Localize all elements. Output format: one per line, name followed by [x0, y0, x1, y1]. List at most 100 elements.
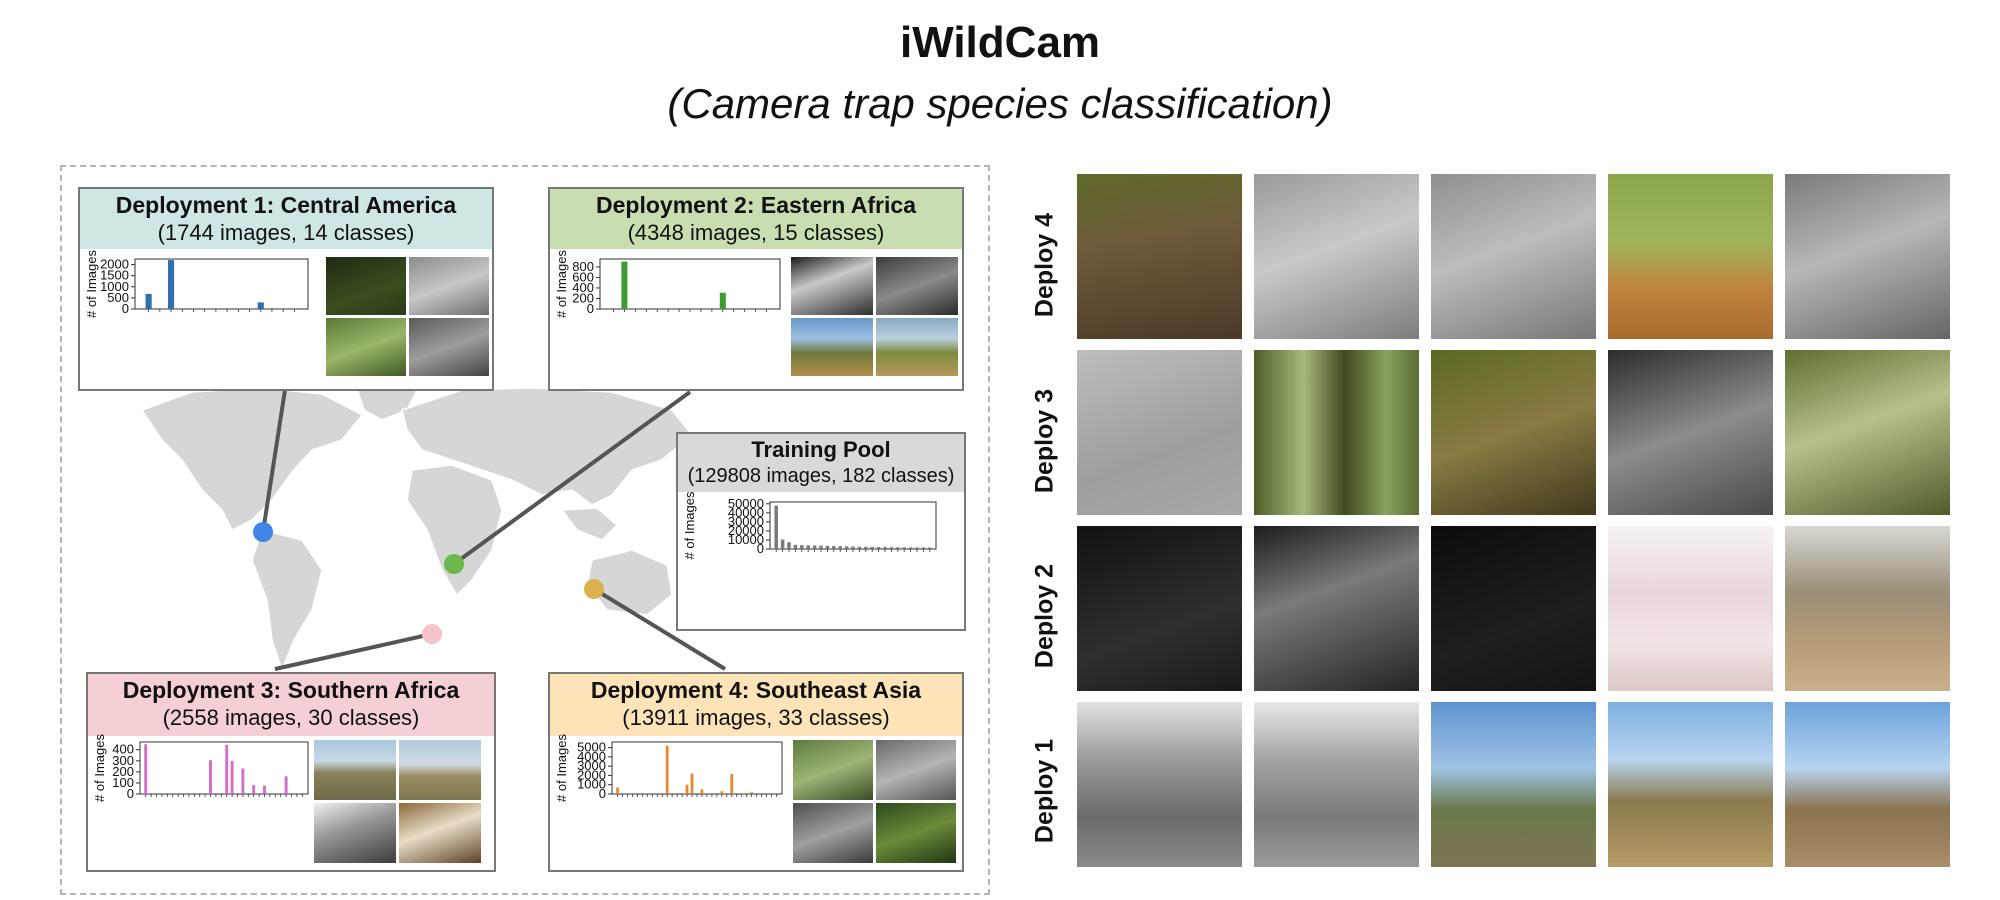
camera-trap-photo: [1785, 702, 1950, 867]
map-north-america: [140, 387, 364, 532]
sample-photo: [790, 317, 874, 377]
bar: [616, 787, 619, 794]
bar: [167, 260, 175, 309]
camera-trap-photo: [1077, 174, 1242, 339]
y-tick-label: 200: [572, 290, 594, 305]
camera-trap-photo: [1077, 702, 1242, 867]
connector-deployment-2: [452, 390, 692, 566]
bar: [819, 545, 823, 549]
camera-trap-photo: [1608, 702, 1773, 867]
card-title: Deployment 2: Eastern Africa: [596, 192, 916, 218]
card-title: Deployment 3: Southern Africa: [122, 677, 460, 703]
camera-trap-photo: [1254, 174, 1419, 339]
y-tick-label: 0: [122, 301, 129, 316]
camera-trap-photo: [1077, 350, 1242, 515]
bar: [720, 791, 724, 794]
plot-area: [599, 258, 781, 310]
bar: [825, 545, 830, 549]
world-map: [140, 381, 694, 673]
bar: [870, 546, 874, 549]
card-title: Training Pool: [751, 437, 891, 462]
y-tick-label: 400: [572, 280, 594, 295]
sample-photo: [875, 256, 959, 316]
card-header: Deployment 2: Eastern Africa (4348 image…: [550, 189, 962, 249]
plot-area: [769, 501, 937, 550]
bar: [832, 546, 836, 549]
camera-trap-photo: [1431, 174, 1596, 339]
sample-photo: [398, 802, 482, 864]
y-tick-label: 4000: [577, 749, 606, 764]
bar: [896, 547, 900, 549]
y-tick-label: 1000: [577, 777, 606, 792]
plot-area: [134, 258, 309, 310]
y-tick-label: 0: [599, 786, 606, 801]
bar: [780, 539, 785, 549]
bar: [838, 546, 842, 549]
bar: [145, 293, 152, 309]
sample-photo: [408, 317, 490, 377]
bar: [928, 547, 932, 549]
card-subtitle: (4348 images, 15 classes): [627, 220, 885, 245]
sample-photo: [792, 802, 874, 864]
y-tick-label: 0: [757, 541, 764, 556]
map-south-america: [251, 529, 323, 673]
row-label-deploy-4: Deploy 4: [1030, 212, 1059, 318]
y-tick-label: 0: [127, 786, 134, 801]
y-tick-label: 500: [107, 290, 129, 305]
y-tick-label: 200: [112, 764, 134, 779]
bar: [750, 792, 754, 794]
sample-photo: [408, 256, 490, 316]
camera-trap-photo: [1785, 174, 1950, 339]
deployment-map-frame: [60, 165, 990, 895]
bar: [774, 505, 778, 549]
sample-photo: [792, 739, 874, 801]
bar: [889, 547, 894, 549]
bar: [787, 542, 791, 549]
bar: [252, 785, 256, 794]
bar: [883, 547, 887, 549]
map-eurasia: [401, 387, 694, 506]
bar: [621, 261, 628, 309]
bar: [908, 547, 913, 549]
y-tick-label: 600: [572, 269, 594, 284]
connector-deployment-1: [261, 389, 287, 533]
bar: [800, 545, 804, 549]
camera-trap-photo: [1077, 526, 1242, 691]
connector-deployment-4: [592, 587, 727, 671]
deployment-card-3: Deployment 3: Southern Africa (2558 imag…: [86, 672, 496, 872]
bar: [921, 547, 926, 549]
camera-trap-photo: [1785, 350, 1950, 515]
y-tick-label: 300: [112, 753, 134, 768]
camera-trap-photo: [1431, 526, 1596, 691]
sample-photo: [325, 317, 407, 377]
y-axis-label: # of Images: [92, 734, 107, 802]
card-title: Deployment 4: Southeast Asia: [590, 677, 922, 703]
bar: [225, 744, 229, 794]
card-subtitle: (1744 images, 14 classes): [157, 220, 415, 245]
camera-trap-photo: [1785, 526, 1950, 691]
plot-area: [139, 741, 309, 795]
map-africa: [406, 464, 503, 597]
row-label-deploy-3: Deploy 3: [1030, 388, 1059, 494]
card-header: Deployment 3: Southern Africa (2558 imag…: [88, 674, 494, 736]
bar: [793, 544, 798, 549]
y-tick-label: 100: [112, 775, 134, 790]
location-dot-eastern-africa: [444, 554, 464, 574]
training-pool-card: Training Pool (129808 images, 182 classe…: [676, 432, 966, 631]
bar: [685, 784, 689, 794]
y-tick-label: 400: [112, 742, 134, 757]
bar: [209, 760, 212, 794]
camera-trap-photo: [1431, 350, 1596, 515]
y-tick-label: 5000: [577, 740, 606, 755]
sample-photo: [325, 256, 407, 316]
y-tick-label: 800: [572, 259, 594, 274]
camera-trap-photo: [1254, 350, 1419, 515]
bar: [876, 547, 881, 549]
bar: [257, 302, 264, 309]
deployment-card-2: Deployment 2: Eastern Africa (4348 image…: [548, 187, 964, 391]
y-tick-label: 10000: [728, 532, 764, 547]
sample-photo: [875, 739, 957, 801]
camera-trap-photo: [1254, 526, 1419, 691]
